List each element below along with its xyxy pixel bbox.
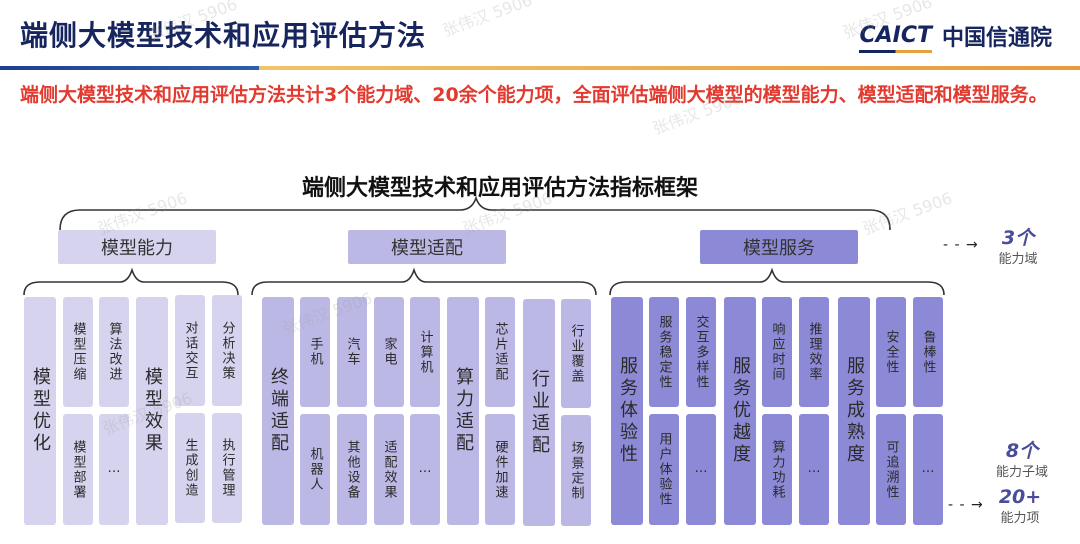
subdomain-terminal-adaptation: 终端适配 [262,297,294,525]
item: 硬件加速 [485,414,515,525]
item: 算力功耗 [762,414,792,525]
legend-subdomains: 8个 能力子域 [995,440,1048,480]
item: 手机 [300,297,330,407]
caict-logo: CAICT 中国信通院 [859,20,1052,53]
item: 汽车 [337,297,367,407]
item: 生成创造 [175,413,205,523]
subdomain-service-experience: 服务体验性 [611,297,643,525]
item: 模型部署 [63,414,93,525]
subdomain-service-maturity: 服务成熟度 [838,297,870,525]
item: 鲁棒性 [913,297,943,407]
header-divider [0,66,1080,70]
item: 服务稳定性 [649,297,679,407]
domain-model-service: 模型服务 [700,230,858,264]
item: 可追溯性 [876,414,906,525]
item: 场景定制 [561,415,591,526]
domain-model-capability: 模型能力 [58,230,216,264]
item: … [913,414,943,525]
subdomain-industry-adaptation: 行业适配 [523,299,555,526]
logo-en: CAICT [859,22,932,53]
item: 推理效率 [799,297,829,407]
framework-title: 端侧大模型技术和应用评估方法指标框架 [301,176,698,201]
item: … [410,414,440,525]
legend-domains: 3个 能力域 [998,227,1038,267]
item: 机器人 [300,414,330,525]
logo-cn: 中国信通院 [941,26,1052,51]
item: 分析决策 [212,295,242,406]
item: … [686,414,716,525]
domain-label: 模型服务 [743,238,815,259]
item: 家电 [374,297,404,407]
arrow-icon: - - → [943,237,979,253]
subdomain-service-superiority: 服务优越度 [724,297,756,525]
item: 模型压缩 [63,297,93,407]
legend-items: 20+ 能力项 [998,486,1042,526]
slide-title: 端侧大模型技术和应用评估方法 [20,19,427,52]
item: … [99,414,129,525]
item: 响应时间 [762,297,792,407]
subdomain-model-effect: 模型效果 [136,297,168,525]
item: 执行管理 [212,413,242,523]
item: 其他设备 [337,414,367,525]
item: 适配效果 [374,414,404,525]
subdomain-compute-adaptation: 算力适配 [447,297,479,525]
item: 安全性 [876,297,906,407]
item: 算法改进 [99,297,129,407]
slide-header: 端侧大模型技术和应用评估方法 CAICT 中国信通院 [0,0,1080,68]
item: 交互多样性 [686,297,716,407]
summary-text: 端侧大模型技术和应用评估方法共计3个能力域、20余个能力项，全面评估端侧大模型的… [20,84,1048,106]
arrow-icon: - - → [948,497,984,513]
item: 对话交互 [175,295,205,406]
subdomain-model-optimization: 模型优化 [24,297,56,525]
domain-model-adaptation: 模型适配 [348,230,506,264]
item: … [799,414,829,525]
item: 计算机 [410,297,440,407]
item: 芯片适配 [485,297,515,407]
domain-label: 模型适配 [391,238,463,259]
domain-label: 模型能力 [101,238,173,259]
item: 用户体验性 [649,414,679,525]
item: 行业覆盖 [561,299,591,408]
